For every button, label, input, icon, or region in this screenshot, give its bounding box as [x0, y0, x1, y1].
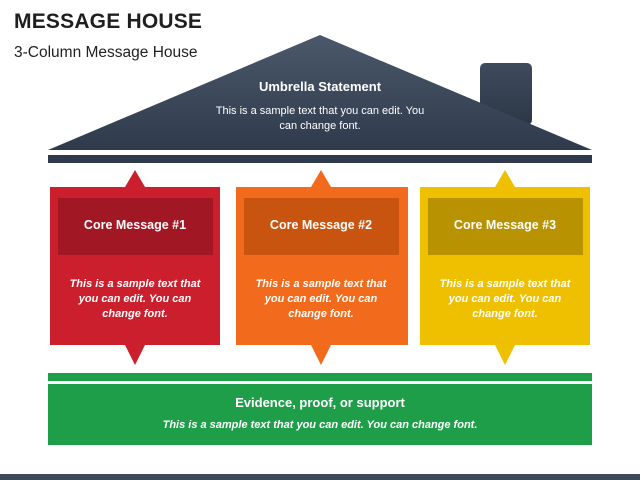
column-1 — [50, 170, 220, 365]
foundation-top-bar — [48, 373, 592, 381]
column-3-body: This is a sample text that you can edit.… — [439, 278, 571, 320]
foundation-heading: Evidence, proof, or support — [235, 395, 405, 410]
roof-body: This is a sample text that you can edit.… — [215, 105, 425, 132]
column-2-body: This is a sample text that you can edit.… — [255, 278, 387, 320]
foundation-body: This is a sample text that you can edit.… — [162, 419, 478, 431]
column-3-heading-band — [428, 198, 583, 255]
column-1-heading-band — [58, 198, 213, 255]
column-3 — [420, 170, 590, 365]
column-2-heading: Core Message #2 — [269, 218, 373, 232]
roof — [48, 35, 592, 150]
page-subtitle: 3-Column Message House — [14, 44, 198, 61]
foundation-block — [48, 384, 592, 445]
column-2 — [236, 170, 408, 365]
page-title: MESSAGE HOUSE — [14, 10, 203, 33]
roof-heading: Umbrella Statement — [258, 79, 382, 94]
column-3-heading: Core Message #3 — [453, 218, 557, 232]
eave-bar — [48, 155, 592, 163]
column-1-heading: Core Message #1 — [83, 218, 187, 232]
column-2-heading-band — [244, 198, 399, 255]
column-1-body: This is a sample text that you can edit.… — [69, 278, 201, 320]
bottom-strip — [0, 474, 640, 480]
